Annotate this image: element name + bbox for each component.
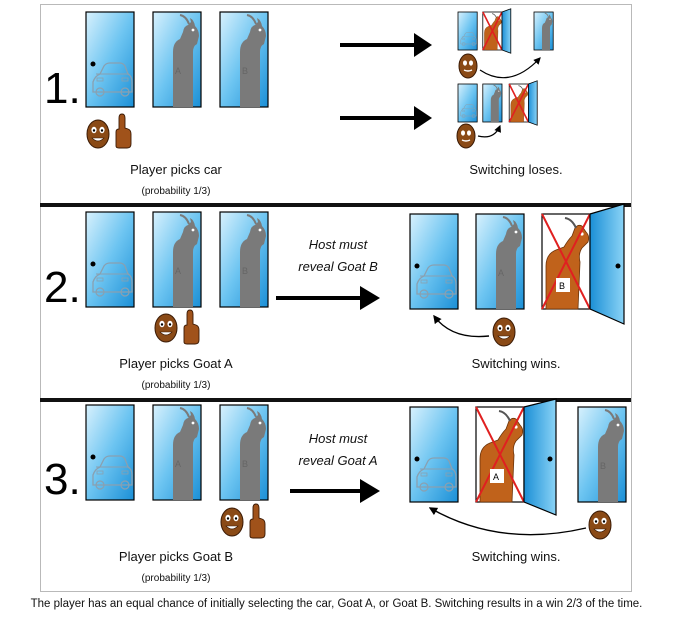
pointing-hand-icon bbox=[115, 113, 132, 149]
outcome-label: Switching wins. bbox=[472, 549, 561, 564]
figure-caption: The player has an equal chance of initia… bbox=[30, 598, 643, 610]
player-face-icon bbox=[86, 119, 110, 149]
door-goat-b: B bbox=[219, 211, 269, 308]
open-door bbox=[589, 203, 625, 325]
door-label: B bbox=[242, 266, 248, 276]
door-label: A bbox=[493, 472, 499, 482]
door-goat-a-revealed: A bbox=[475, 398, 557, 516]
door-label: B bbox=[242, 66, 248, 76]
player-face-icon bbox=[456, 123, 476, 149]
door-label: A bbox=[175, 266, 181, 276]
door-label: A bbox=[498, 268, 504, 278]
pick-label: Player picks Goat B bbox=[119, 549, 233, 564]
scenario-number: 3. bbox=[44, 455, 81, 504]
switch-arrow bbox=[428, 507, 587, 536]
door-goat-a: A bbox=[475, 213, 525, 310]
mini-doors-top bbox=[457, 8, 554, 54]
player-face-icon bbox=[492, 317, 516, 347]
door-car bbox=[85, 211, 135, 308]
pick-label: Player picks Goat A bbox=[119, 356, 233, 371]
door-goat-b: B bbox=[219, 404, 269, 501]
door-goat-a: A bbox=[152, 211, 202, 308]
door-car bbox=[85, 404, 135, 501]
player-face-icon bbox=[588, 510, 612, 540]
mini-doors-bottom bbox=[457, 80, 538, 126]
host-label-line2: reveal Goat A bbox=[298, 453, 377, 468]
switch-arrow bbox=[477, 124, 501, 138]
door-car bbox=[409, 213, 459, 310]
scenario-number: 2. bbox=[44, 263, 81, 312]
door-label: B bbox=[600, 461, 606, 471]
player-face-icon bbox=[458, 53, 478, 79]
probability-label: (probability 1/3) bbox=[142, 573, 211, 584]
scenario-1: 1. A B Player picks car (probability 1/3… bbox=[44, 8, 563, 197]
pointing-hand-icon bbox=[183, 309, 200, 345]
switch-arrow bbox=[479, 57, 541, 79]
pointing-hand-icon bbox=[249, 503, 266, 539]
player-face-icon bbox=[220, 507, 244, 537]
host-label-line2: reveal Goat B bbox=[298, 259, 378, 274]
outcome-label: Switching wins. bbox=[472, 356, 561, 371]
scenario-2: 2. A B Player picks Goat A (probability … bbox=[44, 203, 625, 391]
door-goat-b-revealed: B bbox=[541, 203, 625, 325]
host-label-line1: Host must bbox=[309, 431, 369, 446]
scenario-number: 1. bbox=[44, 64, 81, 113]
probability-label: (probability 1/3) bbox=[142, 380, 211, 391]
door-goat-b: B bbox=[219, 11, 269, 108]
switch-arrow bbox=[433, 314, 490, 338]
door-car bbox=[85, 11, 135, 108]
player-face-icon bbox=[154, 313, 178, 343]
open-door bbox=[523, 398, 557, 516]
door-label: A bbox=[175, 459, 181, 469]
door-goat-b: B bbox=[577, 406, 627, 503]
door-car bbox=[409, 406, 459, 503]
door-label: B bbox=[559, 281, 565, 291]
door-goat-a: A bbox=[152, 404, 202, 501]
outcome-label: Switching loses. bbox=[469, 162, 562, 177]
probability-label: (probability 1/3) bbox=[142, 186, 211, 197]
door-label: B bbox=[242, 459, 248, 469]
door-label: A bbox=[175, 66, 181, 76]
scenario-3: 3. A B Player picks Goat B (probability … bbox=[44, 398, 627, 584]
door-goat-a: A bbox=[152, 11, 202, 108]
host-label-line1: Host must bbox=[309, 237, 369, 252]
pick-label: Player picks car bbox=[130, 162, 222, 177]
